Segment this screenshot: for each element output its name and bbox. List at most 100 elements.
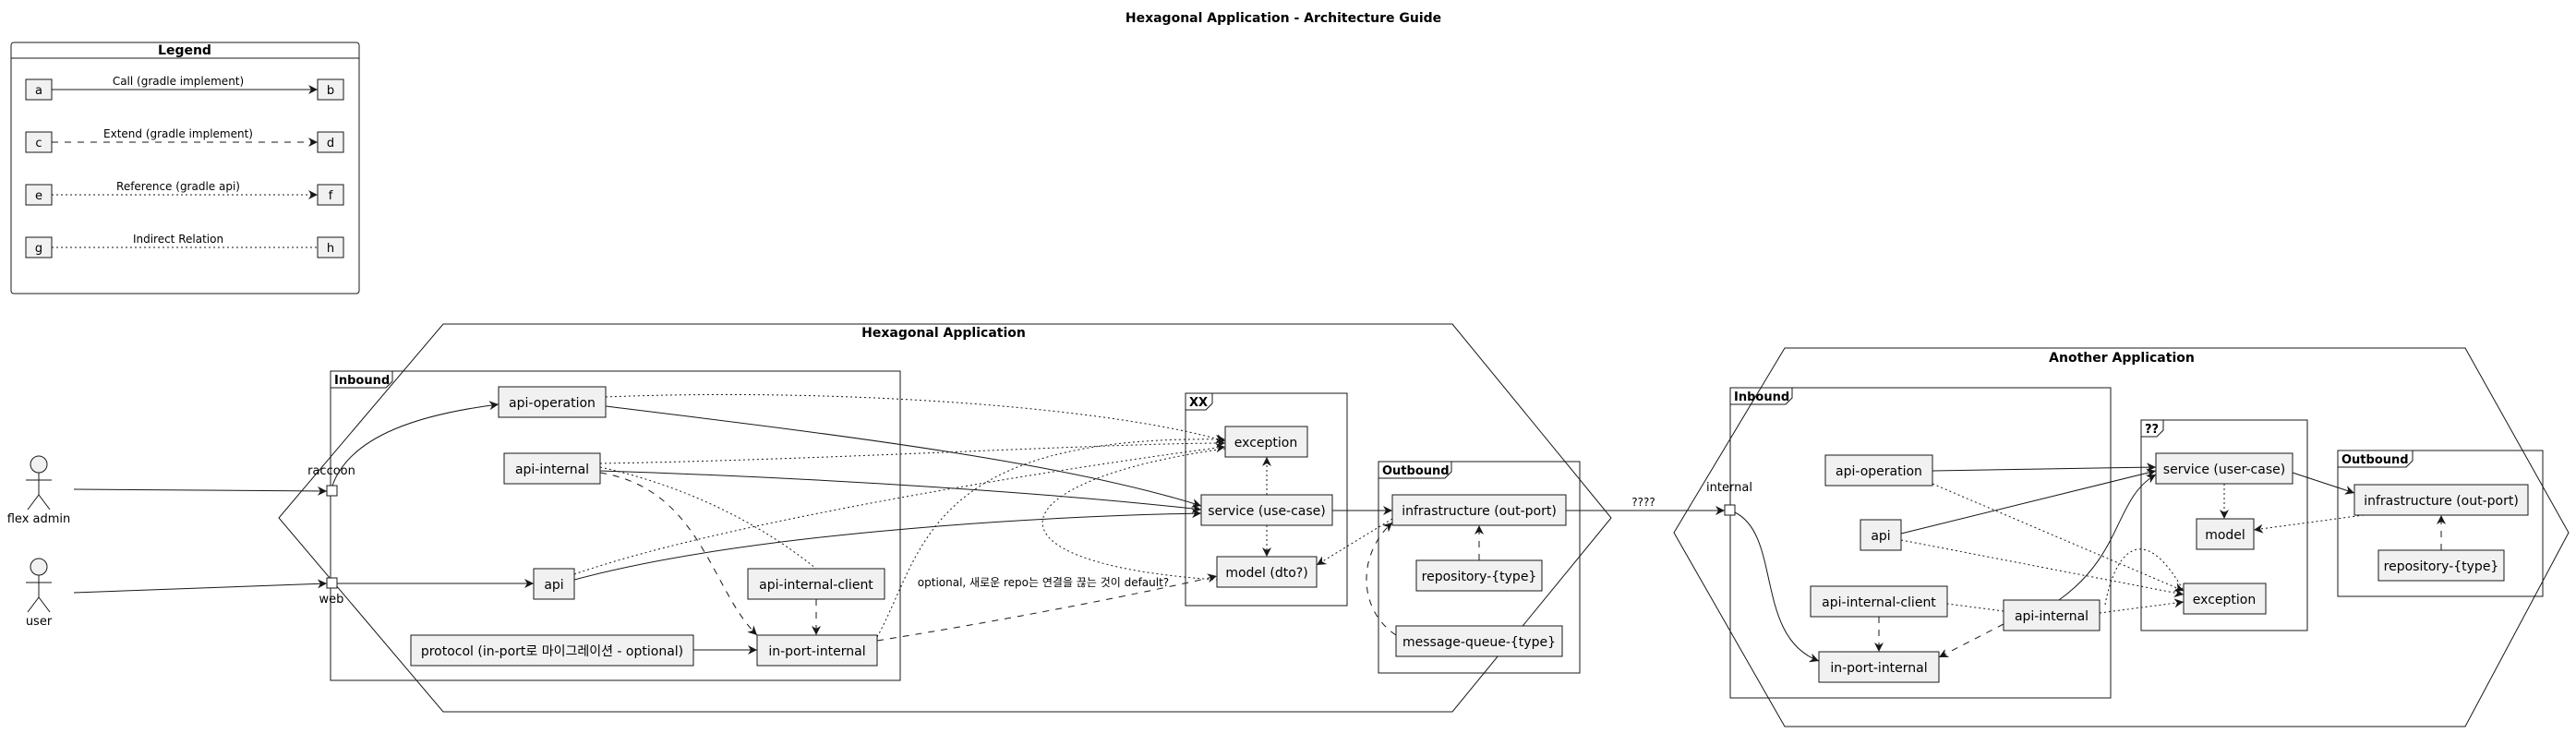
svg-text:message-queue-{type}: message-queue-{type} <box>1402 635 1556 650</box>
legend-extend-label: Extend (gradle implement) <box>103 127 253 140</box>
legend-title: Legend <box>158 43 211 58</box>
svg-text:api-internal-client: api-internal-client <box>759 578 873 593</box>
diagram-title: Hexagonal Application - Architecture Gui… <box>1125 11 1441 26</box>
legend-node-d <box>317 131 344 153</box>
legend-node-c-label: c <box>35 137 42 150</box>
edge-api-service <box>573 509 1202 581</box>
another-node-service: service (user-case) <box>2155 452 2293 485</box>
svg-text:in-port-internal: in-port-internal <box>768 644 865 659</box>
svg-text:repository-{type}: repository-{type} <box>2384 559 2499 574</box>
node-repository: repository-{type} <box>1415 559 1543 592</box>
actor-user: user <box>26 558 53 629</box>
edge-flex-admin-raccoon <box>73 486 328 496</box>
edge-raccoon-api-operation <box>331 401 500 487</box>
another-node-exception: exception <box>2183 583 2267 615</box>
edge-exception-model-indirect <box>1041 448 1226 581</box>
edge-user-web <box>73 579 328 594</box>
actor-flex-admin-label: flex admin <box>7 512 71 526</box>
hexagonal-app-boundary <box>278 323 1612 713</box>
port-raccoon-label: raccoon <box>307 464 355 478</box>
another-app-boundary <box>1673 347 2570 727</box>
another-node-model: model <box>2196 518 2255 550</box>
svg-text:api-operation: api-operation <box>1836 464 1922 479</box>
xx-package <box>1185 392 1348 607</box>
inbound-package <box>330 370 901 681</box>
outbound-package-label: Outbound <box>1382 464 1450 478</box>
edge-infrastructure-model <box>1316 518 1393 566</box>
another-node-in-port-internal: in-port-internal <box>1818 651 1940 683</box>
actor-flex-admin: flex admin <box>7 455 71 526</box>
node-message-queue: message-queue-{type} <box>1395 625 1563 657</box>
svg-text:model (dto?): model (dto?) <box>1225 566 1307 581</box>
svg-text:infrastructure (out-port): infrastructure (out-port) <box>1402 504 1557 519</box>
edge-api-internal-in-port <box>599 472 758 636</box>
hexagonal-app-title: Hexagonal Application <box>861 326 1026 341</box>
legend: Legend a b Call (gradle implement) c d E… <box>10 42 360 294</box>
port-raccoon <box>326 485 338 497</box>
svg-text:in-port-internal: in-port-internal <box>1830 661 1927 676</box>
node-exception: exception <box>1224 426 1308 458</box>
edge-another-indirect <box>2104 548 2185 606</box>
svg-text:api: api <box>544 578 563 593</box>
another-node-api-operation: api-operation <box>1824 454 1933 487</box>
port-web <box>326 577 338 589</box>
legend-node-f-label: f <box>329 189 333 203</box>
another-inbound-label: Inbound <box>1734 391 1789 404</box>
node-infrastructure: infrastructure (out-port) <box>1391 494 1567 526</box>
legend-frame <box>10 42 360 294</box>
legend-call-label: Call (gradle implement) <box>113 75 244 88</box>
edge-note-label: optional, 새로운 repo는 연결을 끊는 것이 default? <box>918 576 1169 589</box>
svg-text:api-operation: api-operation <box>509 396 596 411</box>
legend-node-h-label: h <box>327 242 334 256</box>
another-core-package <box>2140 419 2308 631</box>
edge-another-api-internal-in-port <box>1938 623 2004 658</box>
another-outbound-package <box>2337 450 2544 597</box>
edge-another-service-infrastructure <box>2292 472 2355 495</box>
actor-user-label: user <box>26 615 53 629</box>
inbound-package-label: Inbound <box>334 374 390 388</box>
node-model: model (dto?) <box>1216 556 1318 588</box>
legend-reference-label: Reference (gradle api) <box>116 180 240 193</box>
another-app-title: Another Application <box>2049 351 2195 366</box>
edge-another-api-operation-service <box>1932 463 2157 473</box>
svg-text:service (user-case): service (user-case) <box>2163 463 2285 477</box>
node-api: api <box>533 568 575 600</box>
edge-api-operation-service <box>605 405 1202 508</box>
legend-node-d-label: d <box>327 137 334 150</box>
another-node-infrastructure: infrastructure (out-port) <box>2353 484 2529 516</box>
svg-text:infrastructure (out-port): infrastructure (out-port) <box>2364 494 2519 509</box>
edge-internal-in-port <box>1734 511 1820 663</box>
edge-in-port-exception <box>876 434 1226 638</box>
node-api-operation: api-operation <box>498 386 607 418</box>
edge-api-operation-exception <box>605 393 1226 443</box>
another-node-api-internal: api-internal <box>2003 599 2101 631</box>
another-inbound-package <box>1729 387 2112 699</box>
edge-another-infrastructure-model <box>2253 514 2365 534</box>
svg-text:exception: exception <box>1234 436 1297 451</box>
legend-indirect-label: Indirect Relation <box>133 233 223 246</box>
edge-in-port-model <box>876 573 1218 642</box>
legend-node-f <box>317 184 344 206</box>
edge-another-api-internal-exception <box>2099 598 2185 614</box>
edge-api-exception <box>573 443 1226 575</box>
edge-link-label: ???? <box>1631 496 1655 509</box>
svg-text:api-internal-client: api-internal-client <box>1822 595 1936 610</box>
node-api-internal-client: api-internal-client <box>747 568 885 600</box>
legend-node-h <box>317 236 344 258</box>
svg-text:api-internal: api-internal <box>2015 609 2088 624</box>
edge-message-queue-infrastructure <box>1366 522 1397 636</box>
another-core-label: ?? <box>2145 423 2159 437</box>
svg-text:api: api <box>1871 529 1890 544</box>
another-node-repository: repository-{type} <box>2377 549 2505 582</box>
svg-text:repository-{type}: repository-{type} <box>1422 570 1537 584</box>
port-internal <box>1724 504 1736 516</box>
svg-text:service (use-case): service (use-case) <box>1208 504 1326 519</box>
legend-node-a-label: a <box>35 84 42 98</box>
edge-api-internal-client-indirect <box>599 466 817 570</box>
actor-head-icon <box>30 558 48 576</box>
svg-text:model: model <box>2205 528 2245 543</box>
edge-api-internal-service <box>599 470 1202 513</box>
edge-another-api-internal-client-indirect <box>1946 603 2004 612</box>
node-api-internal: api-internal <box>503 452 601 485</box>
